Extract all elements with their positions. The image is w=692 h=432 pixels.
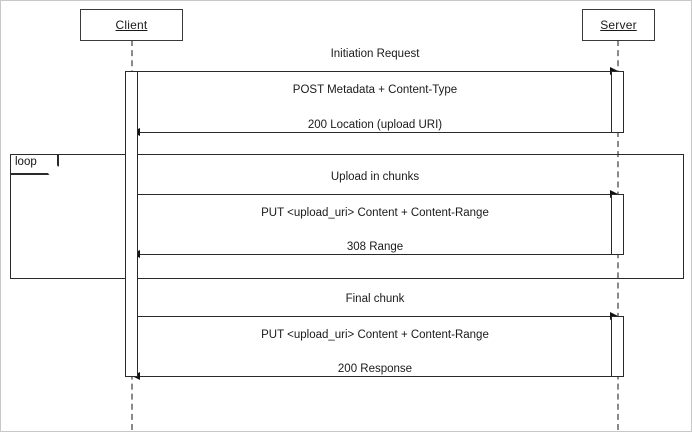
activation-bar-server-initiation[interactable] xyxy=(611,71,624,133)
activation-bar-client[interactable] xyxy=(125,71,138,377)
message-line-308-range[interactable] xyxy=(132,254,618,255)
participant-server-label: Server xyxy=(600,18,637,32)
participant-client[interactable]: Client xyxy=(80,9,183,41)
loop-fragment-label: loop xyxy=(15,156,37,168)
message-label-post-metadata: POST Metadata + Content-Type xyxy=(292,84,458,96)
participant-client-label: Client xyxy=(115,18,148,32)
message-label-200-response: 200 Response xyxy=(337,363,413,375)
message-label-put-final-chunk: PUT <upload_uri> Content + Content-Range xyxy=(261,329,489,341)
loop-fragment[interactable] xyxy=(10,154,684,279)
participant-server[interactable]: Server xyxy=(582,9,655,41)
message-line-200-location[interactable] xyxy=(132,132,618,133)
section-header-upload-chunks: Upload in chunks xyxy=(330,171,420,183)
activation-bar-server-upload-chunks[interactable] xyxy=(611,194,624,255)
section-header-initiation: Initiation Request xyxy=(330,48,420,60)
activation-bar-server-final-chunk[interactable] xyxy=(611,316,624,377)
message-label-put-chunk: PUT <upload_uri> Content + Content-Range xyxy=(261,207,489,219)
message-label-200-location: 200 Location (upload URI) xyxy=(307,119,443,131)
message-line-put-final-chunk[interactable] xyxy=(132,316,618,317)
message-line-200-response[interactable] xyxy=(132,376,618,377)
message-line-post-metadata[interactable] xyxy=(132,71,618,72)
message-line-put-chunk[interactable] xyxy=(132,194,618,195)
section-header-final-chunk: Final chunk xyxy=(345,293,405,305)
message-label-308-range: 308 Range xyxy=(346,241,404,253)
